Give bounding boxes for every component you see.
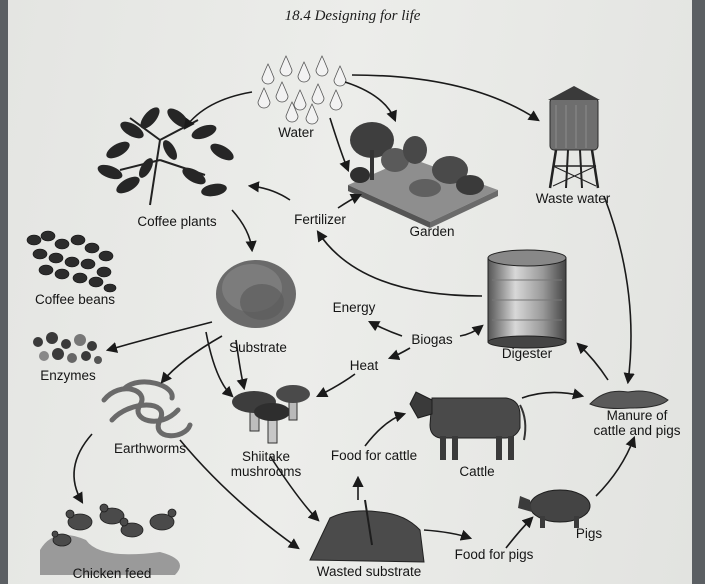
manure-illustration	[589, 390, 669, 409]
arrow-wastewater-to-manure	[603, 195, 635, 385]
flow-arrows	[72, 74, 637, 550]
arrow-foodcattle-to-cattle	[364, 411, 407, 447]
digester-illustration	[487, 249, 567, 349]
page-header: 18.4 Designing for life	[284, 8, 421, 24]
label-coffee-beans: Coffee beans	[34, 292, 116, 307]
label-pigs: Pigs	[575, 526, 603, 541]
pig-illustration	[518, 489, 591, 528]
label-manure-line1: Manure of	[606, 408, 668, 423]
arrow-water-to-garden	[344, 81, 397, 123]
label-energy: Energy	[332, 300, 376, 315]
arrow-digester-to-fertilizer	[316, 230, 483, 297]
arrow-garden-water-top	[329, 117, 350, 173]
arrow-coffee-to-substrate	[231, 209, 257, 253]
arrow-earthworms-to-chickens	[72, 433, 93, 504]
arrow-fertilizer-to-garden	[337, 193, 363, 209]
arrow-biogas-to-energy	[368, 320, 403, 337]
arrow-fertilizer-to-coffee	[247, 181, 291, 201]
arrow-heat-to-mushrooms	[315, 373, 356, 398]
substrate-illustration	[216, 260, 296, 328]
label-shiitake-line2: mushrooms	[230, 464, 302, 479]
label-digester: Digester	[501, 346, 553, 361]
water-droplets-icon	[257, 55, 347, 125]
chickens-illustration	[40, 503, 180, 575]
garden-illustration	[348, 122, 498, 228]
label-manure-line2: cattle and pigs	[593, 423, 681, 438]
arrow-manure-to-digester	[576, 342, 609, 381]
label-wasted-substrate: Wasted substrate	[316, 564, 422, 579]
label-heat: Heat	[349, 358, 379, 373]
arrow-earthworms-to-wasted	[179, 439, 300, 550]
coffee-beans-illustration	[26, 230, 117, 293]
earthworms-illustration	[101, 379, 193, 439]
label-earthworms: Earthworms	[113, 441, 186, 456]
arrow-foodpigs-to-pigs	[505, 516, 534, 549]
label-cattle: Cattle	[459, 464, 495, 479]
arrow-substrate-to-enzymes	[105, 321, 213, 353]
label-shiitake-line1: Shiitake	[241, 449, 291, 464]
coffee-plants-illustration	[97, 107, 234, 206]
enzymes-illustration	[33, 332, 102, 364]
arrow-water-to-coffee	[183, 91, 253, 130]
label-waste-water: Waste water	[535, 191, 611, 206]
label-water: Water	[278, 125, 314, 140]
water-tower-illustration	[548, 86, 600, 189]
label-coffee-plants: Coffee plants	[137, 214, 217, 229]
label-fertilizer: Fertilizer	[294, 212, 346, 227]
label-food-for-cattle: Food for cattle	[330, 448, 418, 463]
label-enzymes: Enzymes	[40, 368, 96, 383]
arrow-wasted-to-foodpigs	[423, 529, 473, 541]
arrow-cattle-to-manure	[521, 388, 585, 400]
label-garden: Garden	[409, 224, 455, 239]
arrow-biogas-to-digester	[459, 324, 484, 337]
label-chicken-feed: Chicken feed	[72, 566, 152, 581]
arrow-water-to-wastewater	[351, 74, 540, 122]
wasted-substrate-illustration	[309, 499, 425, 563]
arrow-substrate-to-mushrooms	[235, 339, 248, 391]
label-food-for-pigs: Food for pigs	[454, 547, 534, 562]
shiitake-mushrooms-illustration	[232, 385, 310, 444]
cattle-illustration	[409, 391, 527, 460]
label-substrate: Substrate	[229, 340, 287, 355]
arrow-biogas-to-heat	[387, 347, 411, 361]
arrow-mushrooms-to-wasted	[269, 455, 320, 522]
label-biogas: Biogas	[411, 332, 453, 347]
arrow-substrate-to-earthworms	[160, 335, 223, 384]
arrow-substrate-to-mushrooms-2	[205, 331, 234, 398]
arrow-pigs-to-manure	[595, 435, 637, 497]
